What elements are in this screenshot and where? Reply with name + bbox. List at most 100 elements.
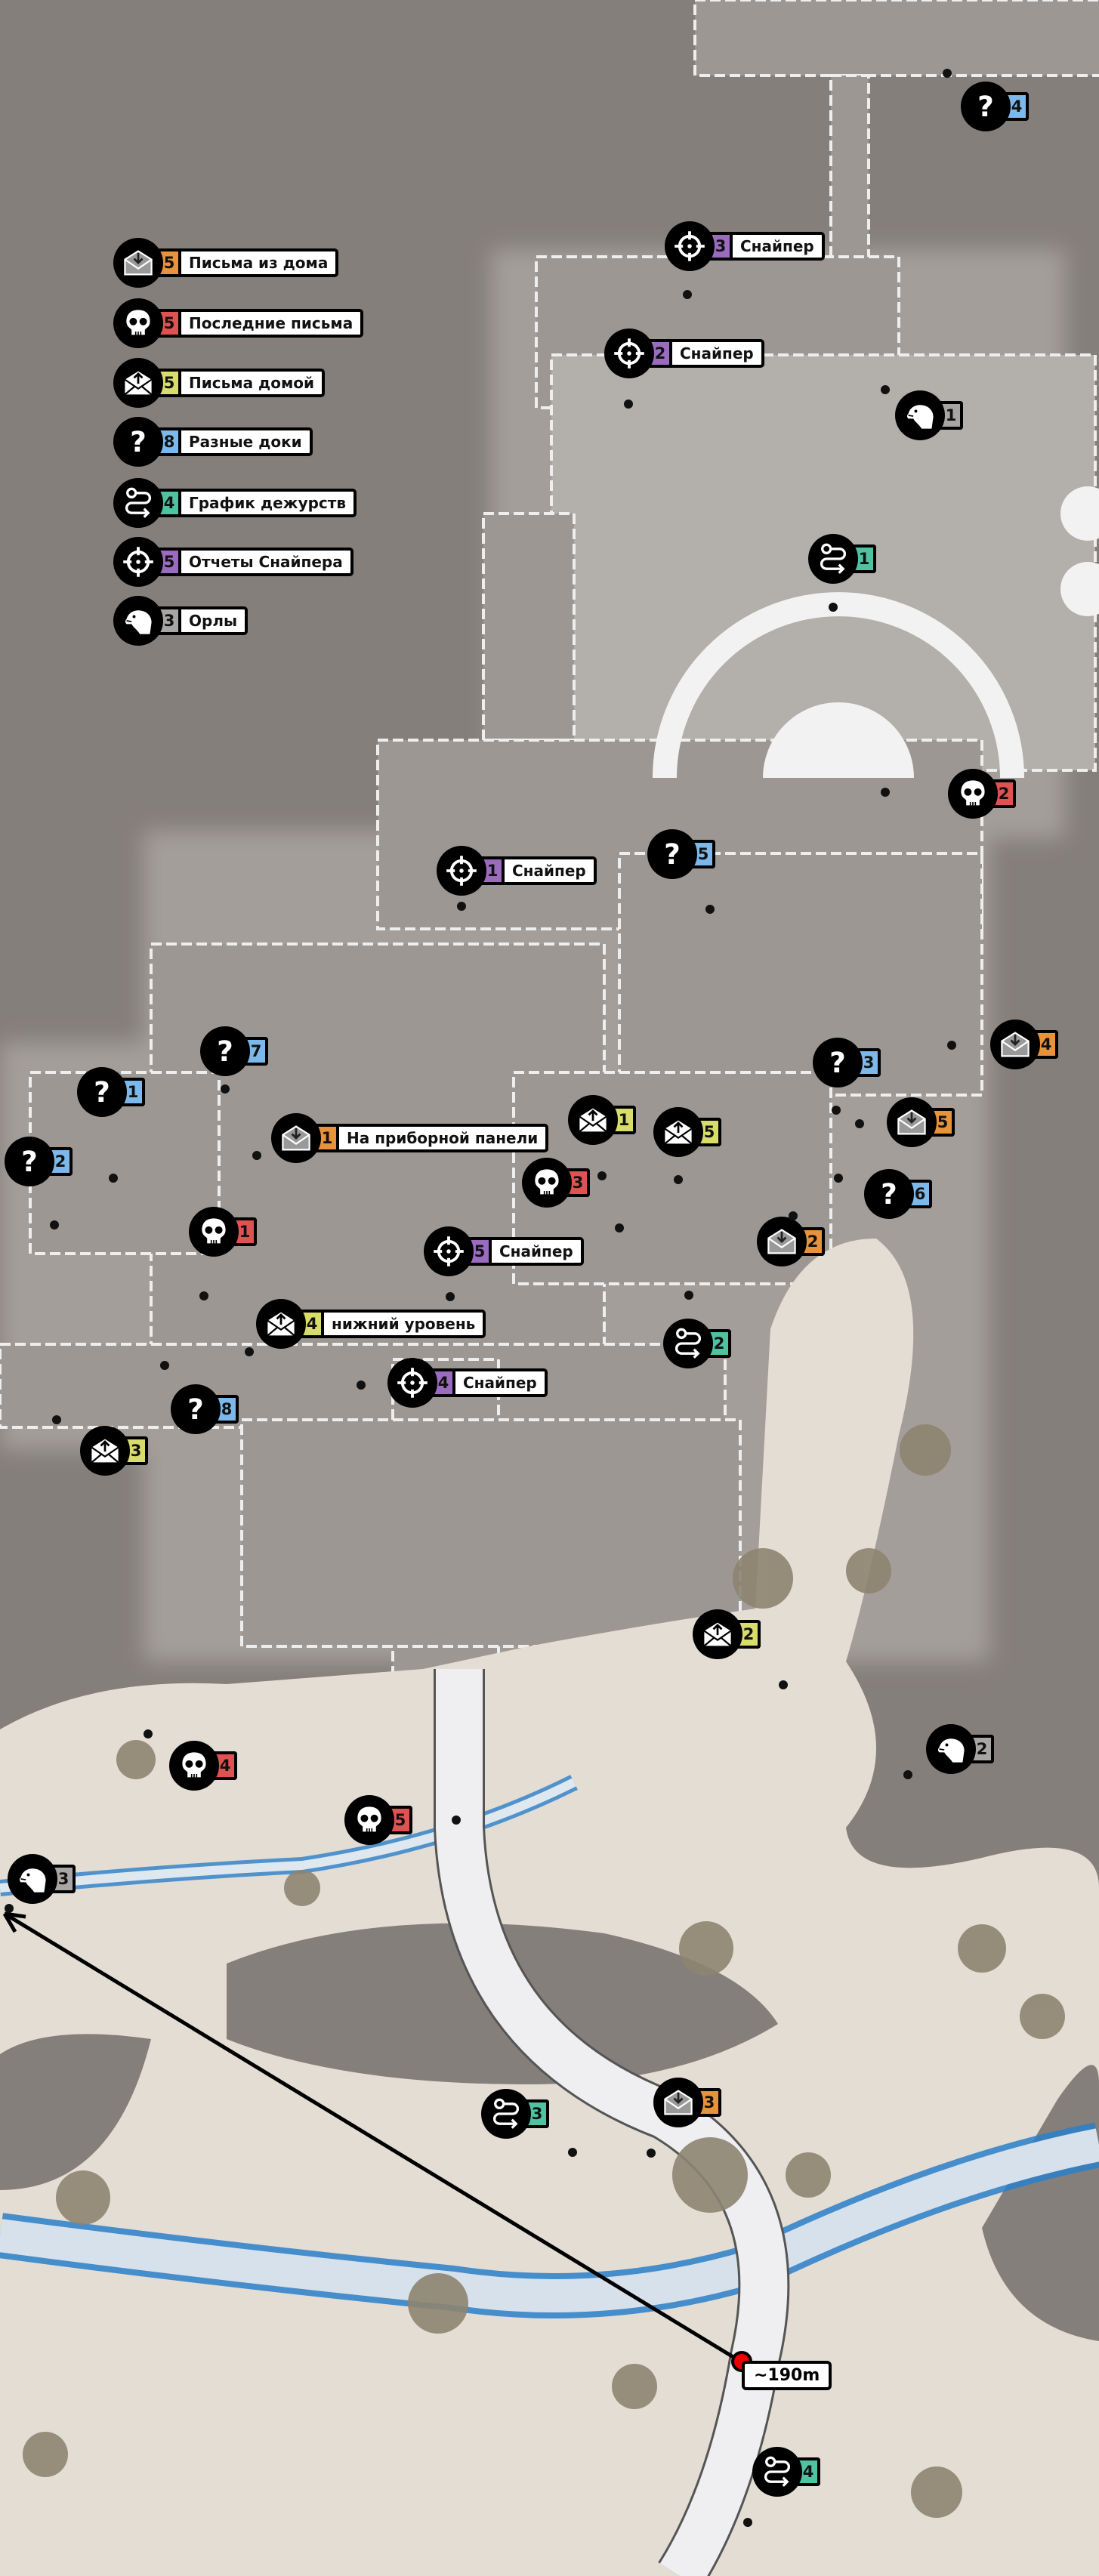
map-marker-skull[interactable]: 2 — [948, 769, 1016, 819]
marker-location-dot — [144, 1729, 153, 1738]
question-icon: ? — [813, 1038, 863, 1087]
map-marker-question[interactable]: ?7 — [200, 1026, 268, 1076]
envelope-upload-icon — [568, 1095, 618, 1145]
map-marker-letter-out[interactable]: 2 — [693, 1609, 761, 1659]
map-marker-letter-in[interactable]: 2 — [757, 1217, 825, 1266]
crosshair-icon — [424, 1226, 474, 1276]
map-marker-question[interactable]: ?8 — [171, 1384, 239, 1434]
svg-text:?: ? — [977, 90, 994, 123]
crosshair-icon — [665, 221, 715, 271]
legend-label: Отчеты Снайпера — [178, 548, 353, 576]
map-marker-question[interactable]: ?1 — [77, 1067, 145, 1117]
marker-label: Снайпер — [669, 339, 764, 368]
map-marker-letter-out[interactable]: 5 — [653, 1107, 721, 1157]
route-icon — [808, 534, 858, 584]
marker-label: Снайпер — [730, 232, 825, 261]
map-marker-eagle[interactable]: 1 — [895, 390, 963, 440]
crosshair-icon — [113, 537, 163, 587]
map-marker-skull[interactable]: 1 — [189, 1207, 257, 1257]
distance-label: ~190m — [742, 2361, 832, 2390]
map-marker-letter-out[interactable]: 3 — [80, 1426, 148, 1476]
legend-label: Письма из дома — [178, 248, 339, 277]
route-icon — [113, 478, 163, 528]
svg-text:?: ? — [187, 1393, 204, 1426]
question-icon: ? — [200, 1026, 250, 1076]
map-marker-route[interactable]: 1 — [808, 534, 876, 584]
marker-label: Снайпер — [452, 1368, 548, 1397]
marker-location-dot — [452, 1816, 461, 1825]
marker-location-dot — [252, 1151, 261, 1160]
question-icon: ? — [961, 82, 1011, 131]
marker-location-dot — [947, 1041, 956, 1050]
svg-text:?: ? — [94, 1075, 110, 1109]
count-badge: 4 — [156, 489, 181, 517]
marker-location-dot — [943, 69, 952, 78]
question-icon: ? — [864, 1169, 914, 1219]
map-marker-letter-out[interactable]: 1 — [568, 1095, 636, 1145]
map-marker-question[interactable]: ?4 — [961, 82, 1029, 131]
map-marker-letter-in[interactable]: 3 — [653, 2078, 721, 2127]
map-marker-question[interactable]: ?3 — [813, 1038, 881, 1087]
legend-label: Письма домой — [178, 369, 326, 397]
envelope-download-icon — [990, 1020, 1040, 1069]
map-marker-eagle[interactable]: 2 — [926, 1724, 994, 1774]
skull-icon — [169, 1741, 219, 1791]
question-icon: ? — [647, 829, 697, 879]
map-marker-route[interactable]: 2 — [663, 1319, 731, 1368]
crosshair-icon — [387, 1358, 437, 1408]
envelope-upload-icon — [80, 1426, 130, 1476]
map-marker-route[interactable]: 3 — [481, 2089, 549, 2139]
map-marker-question[interactable]: ?6 — [864, 1169, 932, 1219]
marker-label: Снайпер — [502, 856, 597, 885]
marker-location-dot — [109, 1174, 118, 1183]
marker-label: нижний уровень — [321, 1310, 486, 1338]
marker-location-dot — [160, 1361, 169, 1370]
map-marker-question[interactable]: ?2 — [5, 1137, 73, 1186]
map-marker-question[interactable]: ?5 — [647, 829, 715, 879]
question-icon: ? — [5, 1137, 54, 1186]
marker-location-dot — [615, 1223, 624, 1232]
marker-location-dot — [50, 1220, 59, 1229]
marker-location-dot — [674, 1175, 683, 1184]
envelope-download-icon — [653, 2078, 703, 2127]
marker-location-dot — [855, 1119, 864, 1128]
map-marker-letter-in[interactable]: 4 — [990, 1020, 1058, 1069]
marker-location-dot — [903, 1770, 912, 1779]
marker-location-dot — [881, 788, 890, 797]
marker-location-dot — [446, 1292, 455, 1301]
eagle-icon — [895, 390, 945, 440]
marker-location-dot — [829, 603, 838, 612]
envelope-upload-icon — [113, 358, 163, 408]
map-marker-route[interactable]: 4 — [752, 2447, 820, 2497]
map-marker-letter-in[interactable]: 5 — [887, 1097, 955, 1147]
map-marker-skull[interactable]: 5 — [344, 1795, 412, 1845]
marker-location-dot — [245, 1347, 254, 1356]
map-marker-skull[interactable]: 4 — [169, 1741, 237, 1791]
svg-text:?: ? — [21, 1145, 38, 1178]
map-marker-eagle[interactable]: 3 — [8, 1854, 76, 1904]
eagle-icon — [113, 596, 163, 646]
crosshair-icon — [437, 846, 486, 896]
envelope-upload-icon — [256, 1299, 306, 1349]
skull-icon — [113, 298, 163, 348]
marker-location-dot — [5, 1904, 14, 1913]
map-marker-skull[interactable]: 3 — [522, 1158, 590, 1208]
marker-location-dot — [457, 902, 466, 911]
legend-label: Разные доки — [178, 427, 313, 456]
route-icon — [752, 2447, 802, 2497]
envelope-download-icon — [757, 1217, 807, 1266]
envelope-download-icon — [113, 238, 163, 288]
